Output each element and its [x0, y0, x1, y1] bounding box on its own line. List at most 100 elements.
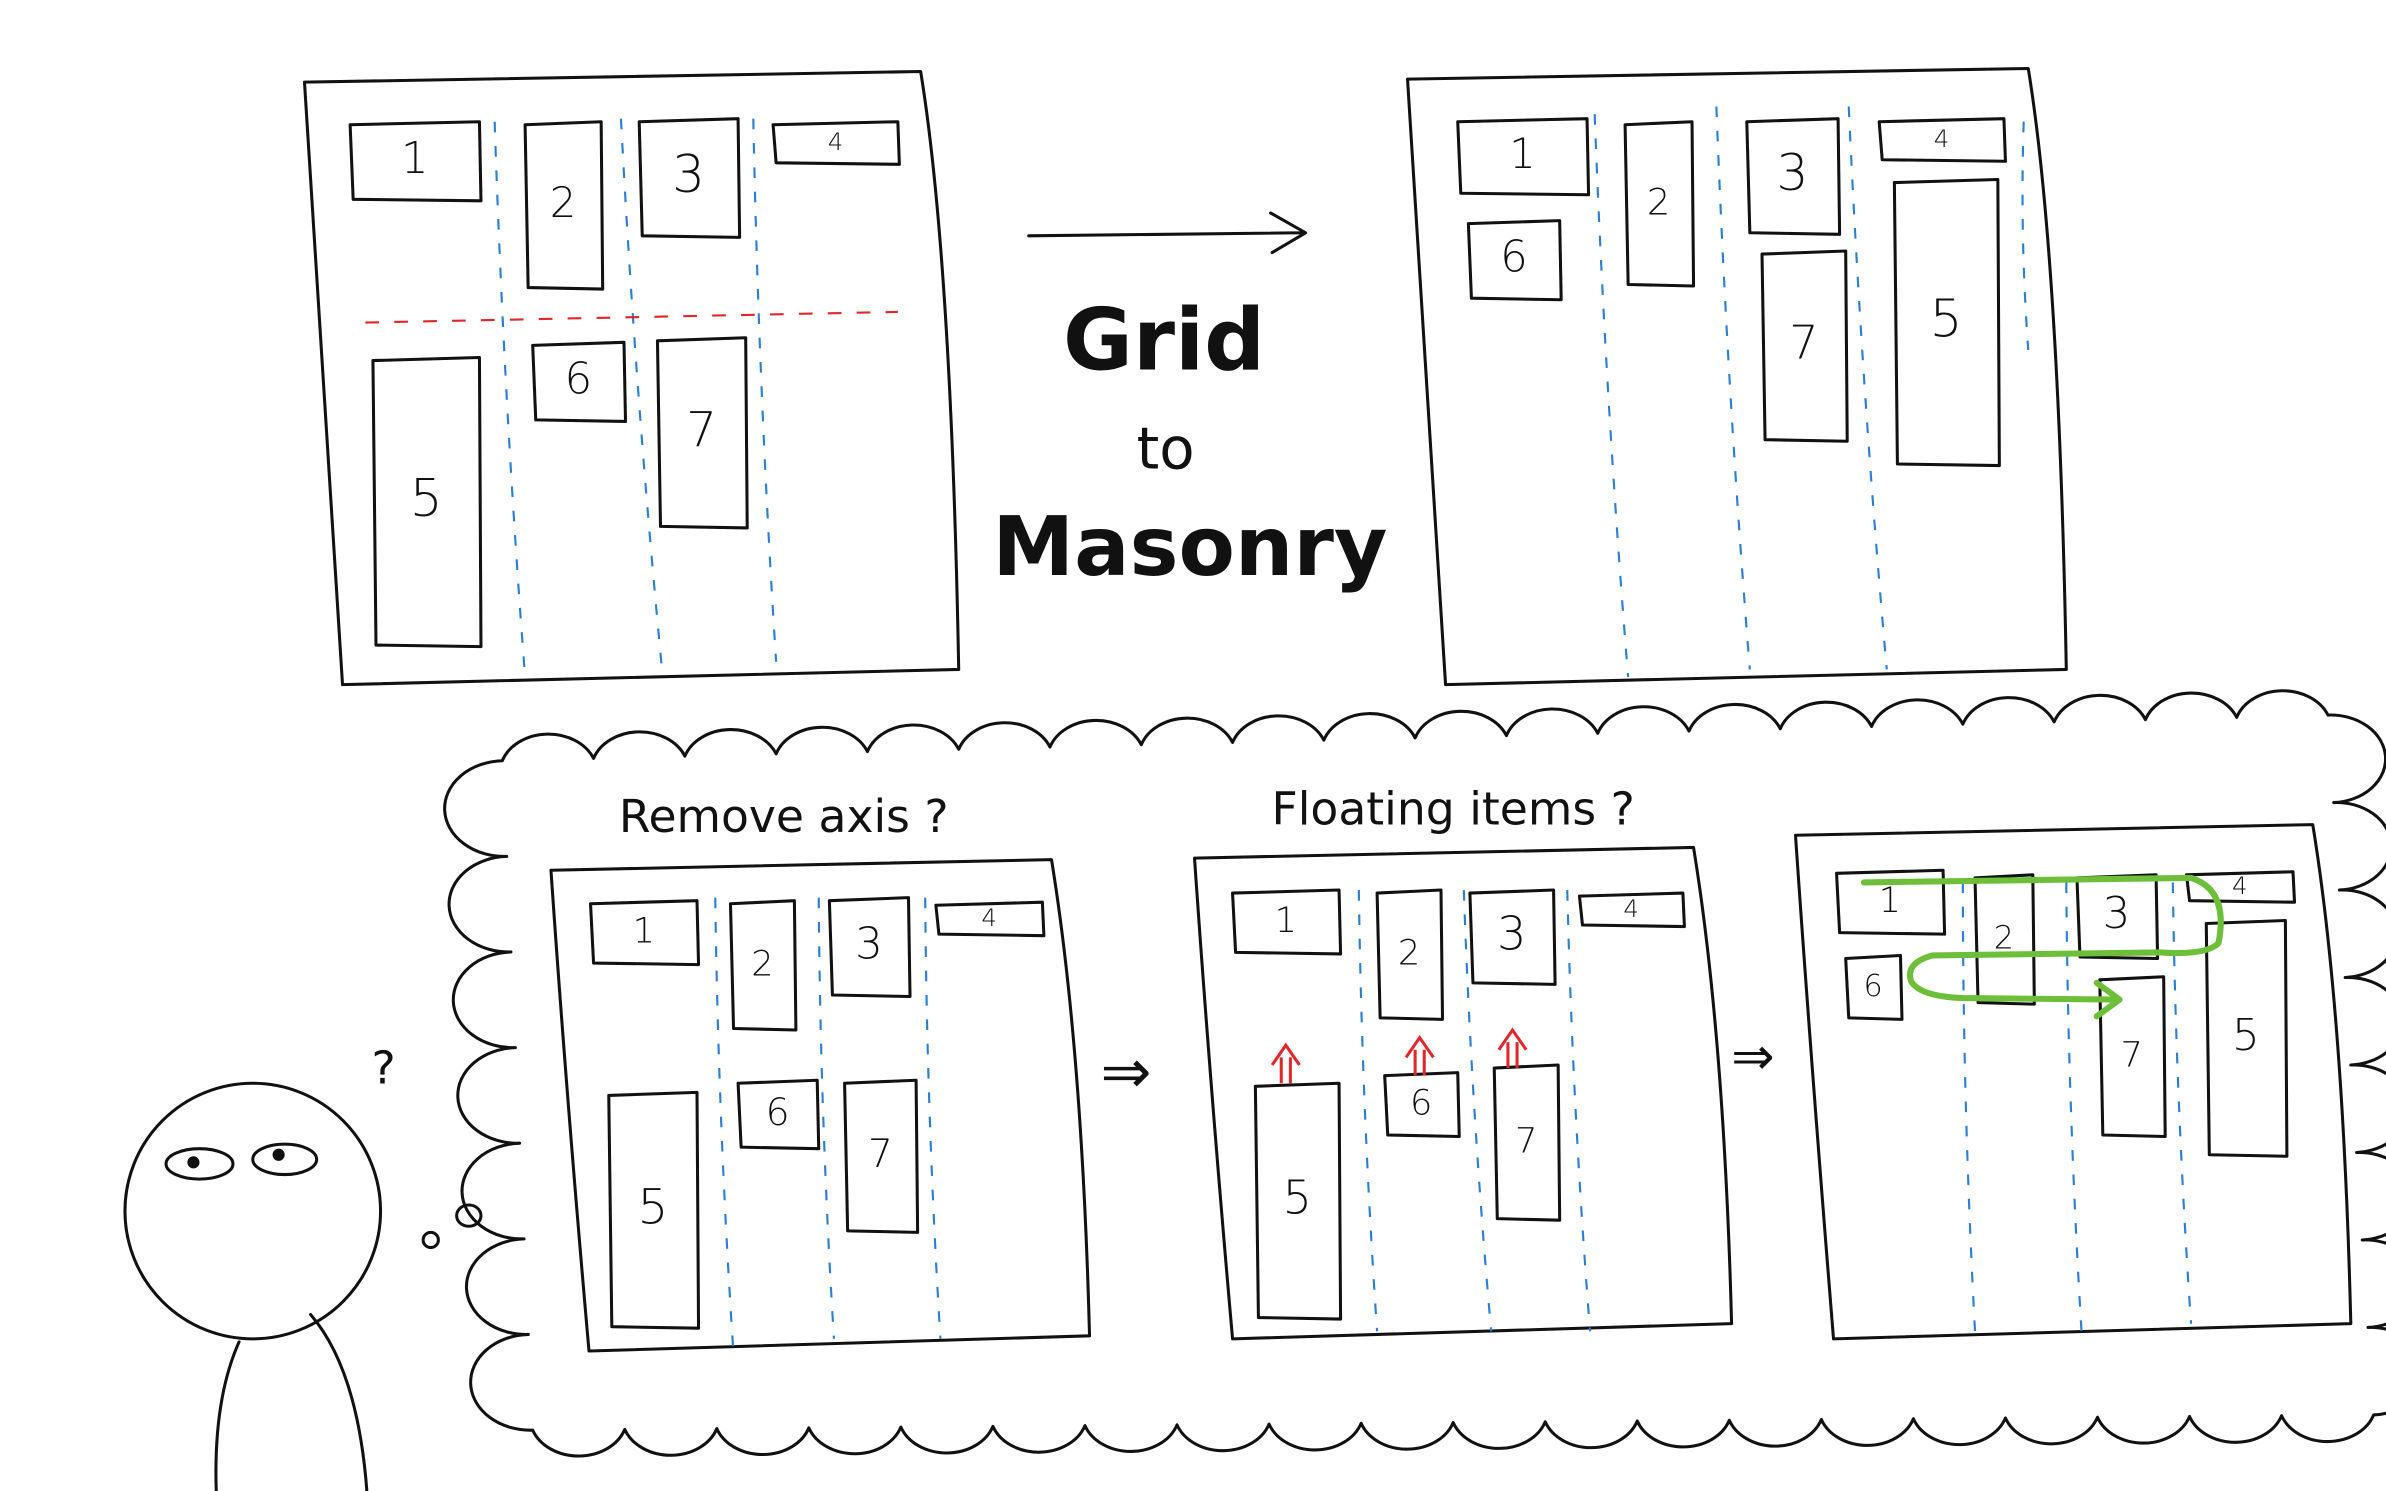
grid-item-1: 1: [588, 899, 701, 967]
grid-item-number: 1: [1879, 880, 1901, 921]
grid-item-number: 2: [1994, 919, 2014, 956]
grid-item-number: 5: [1930, 290, 1963, 350]
grid-item-3: 3: [1745, 117, 1842, 236]
grid-item-number: 5: [2232, 1011, 2260, 1061]
grid-item-1: 1: [1835, 868, 1947, 936]
panel-frame: [549, 858, 1092, 1353]
grid-item-number: 6: [564, 354, 592, 404]
main-arrow-icon: [1027, 211, 1308, 255]
grid-item-number: 6: [1500, 233, 1528, 283]
panel-floating: 1 2 3 4 5 6 7: [1193, 845, 1734, 1341]
grid-item-number: 7: [2121, 1035, 2143, 1076]
grid-item-1: 1: [1231, 888, 1343, 956]
grid-item-4: 4: [934, 900, 1046, 938]
panel-frame: [1793, 823, 2353, 1341]
float-up-arrow-icon: [1497, 1027, 1528, 1069]
panel-frame: [1406, 66, 2068, 687]
grid-item-6: 6: [736, 1078, 821, 1151]
grid-item-3: 3: [2075, 873, 2160, 961]
grid-item-2: 2: [523, 120, 605, 291]
column-axis-line: [1462, 889, 1493, 1332]
grid-item-2: 2: [1375, 888, 1445, 1021]
column-axis-line: [493, 121, 527, 678]
arrow-icon: ⇒: [1731, 1027, 1774, 1087]
grid-item-number: 1: [401, 134, 429, 184]
column-axis-line: [817, 897, 836, 1339]
grid-item-number: 3: [855, 920, 883, 970]
grid-item-7: 7: [843, 1078, 920, 1234]
grid-item-5: 5: [2204, 918, 2289, 1158]
grid-item-3: 3: [1468, 888, 1557, 986]
grid-item-number: 7: [686, 402, 717, 458]
title-masonry: Masonry: [992, 500, 1387, 595]
grid-item-number: 5: [1283, 1171, 1312, 1225]
grid-item-1: 1: [1456, 117, 1591, 197]
grid-item-number: 4: [828, 127, 843, 156]
grid-item-4: 4: [771, 120, 901, 166]
grid-item-2: 2: [1973, 873, 2036, 1006]
grid-item-number: 2: [1647, 180, 1670, 223]
grid-item-number: 2: [751, 943, 773, 984]
grid-item-6: 6: [531, 340, 628, 423]
thought-dot: [455, 1203, 483, 1228]
column-axis-line: [2065, 882, 2083, 1332]
title-to: to: [1137, 415, 1195, 483]
grid-item-number: 6: [766, 1090, 790, 1134]
grid-item-7: 7: [655, 336, 749, 530]
panel-masonry: 1 6 2 3 7 4 5: [1406, 66, 2068, 687]
eye-icon: [164, 1147, 235, 1181]
column-axis-line: [2021, 121, 2030, 351]
grid-item-7: 7: [2098, 975, 2167, 1139]
cloud-outline: [443, 689, 2386, 1458]
grid-item-number: 3: [2103, 889, 2131, 939]
question-mark: ?: [371, 1041, 395, 1094]
grid-item-number: 1: [633, 911, 655, 952]
grid-item-2: 2: [1623, 120, 1696, 288]
grid-item-4: 4: [2184, 870, 2297, 904]
grid-item-number: 1: [1275, 900, 1297, 941]
panel-frame: [1193, 845, 1734, 1341]
grid-item-number: 3: [672, 145, 705, 205]
column-axis-line: [924, 897, 942, 1339]
grid-item-7: 7: [1760, 249, 1849, 443]
eye-icon: [251, 1142, 319, 1177]
grid-item-number: 7: [1789, 316, 1818, 370]
grid-item-number: 2: [1398, 933, 1420, 974]
column-axis-line: [1961, 882, 1977, 1332]
caption-remove-axis: Remove axis ?: [619, 790, 949, 843]
grid-item-number: 3: [1776, 143, 1808, 202]
grid-item-number: 2: [550, 178, 577, 227]
head: [123, 1081, 383, 1341]
grid-item-number: 4: [1623, 894, 1638, 923]
column-axis-line: [1566, 890, 1592, 1332]
panel-frame: [302, 69, 961, 687]
flow-path-arrow-icon: [1860, 874, 2224, 1020]
grid-item-3: 3: [637, 117, 742, 239]
column-axis-line: [2171, 882, 2193, 1324]
grid-item-number: 3: [1497, 907, 1526, 961]
grid-item-number: 6: [1410, 1083, 1432, 1124]
column-axis-line: [1357, 890, 1379, 1332]
row-axis-line: [365, 310, 898, 324]
grid-item-7: 7: [1492, 1063, 1562, 1222]
column-axis-line: [1593, 114, 1630, 678]
column-axis-line: [714, 897, 735, 1355]
float-up-arrow-icon: [1404, 1034, 1435, 1076]
thought-cloud: [443, 689, 2386, 1458]
column-axis-line: [1715, 106, 1751, 670]
thought-dot: [421, 1230, 440, 1250]
column-axis-line: [619, 118, 664, 670]
grid-item-number: 7: [1515, 1121, 1537, 1162]
arrow-icon: ⇒: [1101, 1037, 1152, 1107]
grid-item-number: 5: [410, 469, 443, 529]
caption-floating-items: Floating items ?: [1272, 783, 1635, 836]
column-axis-line: [1847, 106, 1888, 670]
column-axis-line: [752, 118, 778, 662]
grid-item-5: 5: [371, 356, 483, 649]
grid-item-2: 2: [728, 899, 798, 1032]
grid-item-4: 4: [1877, 117, 2007, 163]
